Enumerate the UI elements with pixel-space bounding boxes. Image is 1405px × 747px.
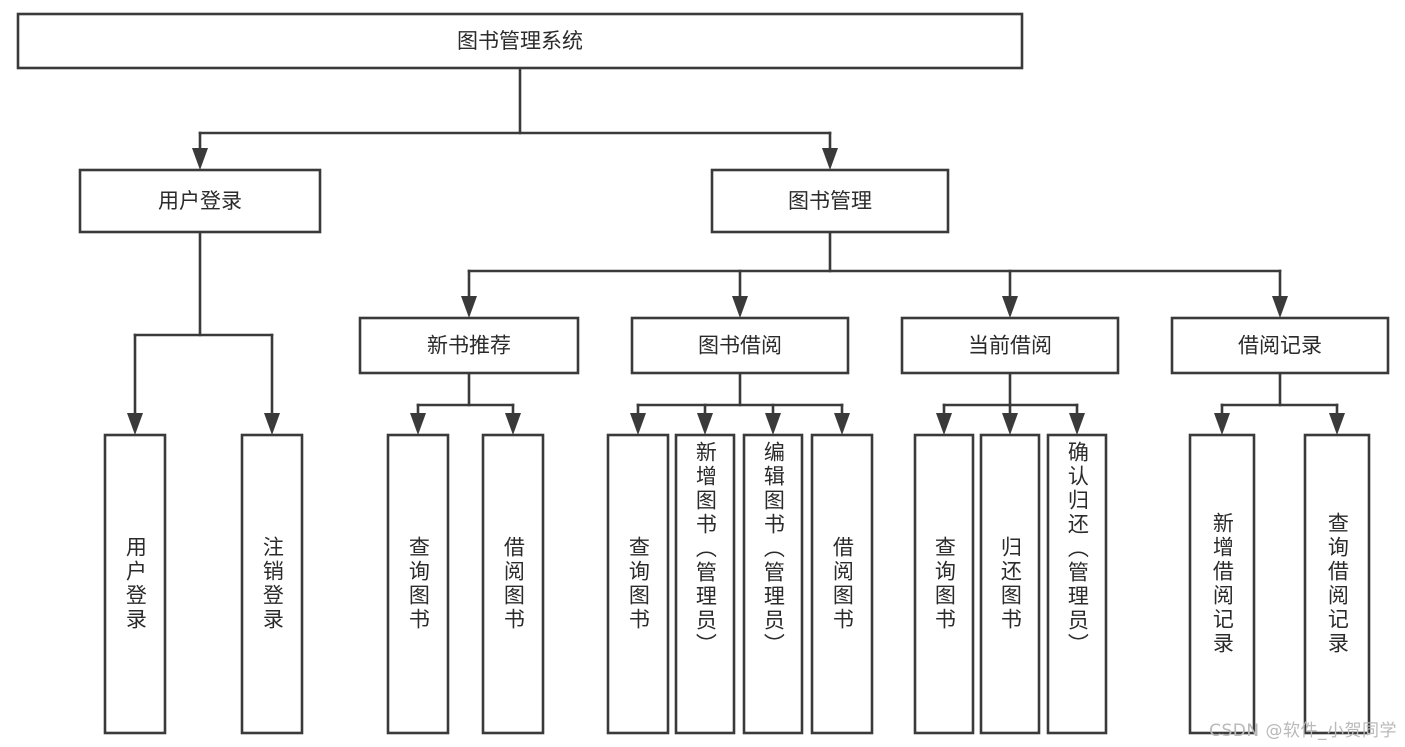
level3-node-3[interactable]: 借阅记录: [1170, 316, 1390, 375]
level3-node-0[interactable]: 新书推荐: [358, 316, 580, 375]
leaf-node-3-rect[interactable]: [481, 433, 545, 735]
group-4-to-leaf-0-arrowhead: [1214, 413, 1230, 435]
level2-node-0-rect[interactable]: [78, 168, 322, 234]
level3-node-2-rect[interactable]: [900, 316, 1120, 375]
leaf-node-6[interactable]: [742, 433, 804, 735]
group-4-to-leaf-1-arrowhead: [1329, 413, 1345, 435]
books-to-level3-3-arrowhead: [1272, 296, 1288, 318]
group-0-to-leaf-0-arrowhead: [127, 413, 143, 435]
level3-node-0-label: 新书推荐: [427, 334, 511, 358]
leaf-node-12[interactable]: [1303, 433, 1371, 735]
leaf-node-3[interactable]: [481, 433, 545, 735]
level2-node-0-label: 用户登录: [158, 189, 242, 213]
leaf-node-8-rect[interactable]: [913, 433, 975, 735]
leaf-node-12-rect[interactable]: [1303, 433, 1371, 735]
leaf-node-10[interactable]: [1046, 433, 1108, 735]
leaf-node-5-rect[interactable]: [674, 433, 736, 735]
level3-node-1[interactable]: 图书借阅: [630, 316, 850, 375]
level3-node-1-rect[interactable]: [630, 316, 850, 375]
level3-node-2[interactable]: 当前借阅: [900, 316, 1120, 375]
group-2-to-leaf-2-arrowhead: [765, 413, 781, 435]
connector-layer: [127, 66, 1345, 435]
leaf-node-0[interactable]: [103, 433, 167, 735]
level3-node-0-rect[interactable]: [358, 316, 580, 375]
leaf-node-11-rect[interactable]: [1188, 433, 1256, 735]
group-2-to-leaf-1-arrowhead: [697, 413, 713, 435]
group-1-to-leaf-0-arrowhead: [410, 413, 426, 435]
group-3-to-leaf-1-arrowhead: [1002, 413, 1018, 435]
leaf-node-7-rect[interactable]: [810, 433, 874, 735]
group-1-to-leaf-1-arrowhead: [505, 413, 521, 435]
leaf-node-10-rect[interactable]: [1046, 433, 1108, 735]
leaf-node-11[interactable]: [1188, 433, 1256, 735]
level3-node-2-label: 当前借阅: [968, 334, 1052, 358]
leaf-node-9-rect[interactable]: [979, 433, 1041, 735]
group-2-to-leaf-3-arrowhead: [834, 413, 850, 435]
level3-node-3-rect[interactable]: [1170, 316, 1390, 375]
level2-node-1-label: 图书管理: [788, 189, 872, 213]
group-2-to-leaf-0-arrowhead: [630, 413, 646, 435]
leaf-node-9[interactable]: [979, 433, 1041, 735]
watermark: CSDN @软件_小贺同学: [1209, 721, 1397, 741]
leaf-node-4[interactable]: [606, 433, 670, 735]
root-to-level2-1-arrowhead: [822, 148, 838, 170]
root-node-label: 图书管理系统: [457, 29, 583, 53]
leaf-node-7[interactable]: [810, 433, 874, 735]
group-3-to-leaf-0-arrowhead: [936, 413, 952, 435]
level3-node-3-label: 借阅记录: [1238, 334, 1322, 358]
group-0-to-leaf-1-arrowhead: [264, 413, 280, 435]
root-node[interactable]: 图书管理系统: [16, 12, 1024, 70]
level2-node-0[interactable]: 用户登录: [78, 168, 322, 234]
leaf-node-2-rect[interactable]: [386, 433, 450, 735]
leaf-node-4-rect[interactable]: [606, 433, 670, 735]
books-to-level3-2-arrowhead: [1002, 296, 1018, 318]
root-to-level2-0-arrowhead: [192, 148, 208, 170]
books-to-level3-1-arrowhead: [732, 296, 748, 318]
books-to-level3-0-arrowhead: [461, 296, 477, 318]
root-node-rect[interactable]: [16, 12, 1024, 70]
group-3-to-leaf-2-arrowhead: [1069, 413, 1085, 435]
leaf-node-2[interactable]: [386, 433, 450, 735]
leaf-node-6-rect[interactable]: [742, 433, 804, 735]
level2-node-1[interactable]: 图书管理: [710, 168, 950, 234]
leaf-node-0-rect[interactable]: [103, 433, 167, 735]
level3-node-1-label: 图书借阅: [698, 334, 782, 358]
leaf-node-1-rect[interactable]: [240, 433, 304, 735]
leaf-node-8[interactable]: [913, 433, 975, 735]
leaf-node-1[interactable]: [240, 433, 304, 735]
level2-node-1-rect[interactable]: [710, 168, 950, 234]
leaf-node-5[interactable]: [674, 433, 736, 735]
